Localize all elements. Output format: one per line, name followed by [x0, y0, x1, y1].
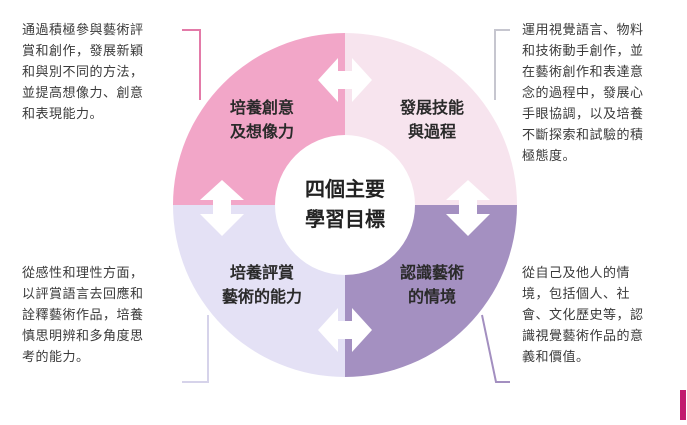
skills-label-line2: 與過程	[408, 122, 456, 141]
creativity-label-line2: 及想像力	[230, 122, 294, 141]
appreciation-label-line1: 培養評賞	[230, 263, 294, 282]
skills-label-line1: 發展技能	[399, 98, 464, 117]
page-edge-marker	[680, 390, 686, 420]
creativity-label-line1: 培養創意	[230, 98, 294, 117]
center-title-line1: 四個主要	[305, 177, 385, 201]
bracket-bottom-right	[481, 314, 510, 383]
double-arrow-top-icon	[318, 58, 372, 102]
description-creativity: 通過積極參與藝術評 賞和創作，發展新穎 和與別不同的方法， 並提高想像力、創意 …	[22, 23, 144, 122]
double-arrow-bottom-icon	[318, 308, 372, 352]
description-context: 從自己及他人的情 境，包括個人、社 會、文化歷史等，認 識視覺藝術作品的意 義和…	[522, 266, 644, 365]
bracket-top-left	[182, 29, 201, 100]
description-appreciation: 從感性和理性方面， 以評賞語言去回應和 詮釋藝術作品，培養 慎思明辨和多角度思 …	[22, 266, 144, 365]
center-circle	[275, 135, 415, 275]
context-label-line2: 的情境	[408, 287, 456, 306]
description-skills: 運用視覺語言、物料 和技術動手創作，並 在藝術創作和表達意 念的過程中，發展心 …	[522, 23, 644, 164]
center-title-line2: 學習目標	[305, 207, 385, 231]
double-arrow-left-icon	[200, 180, 244, 236]
appreciation-label-line2: 藝術的能力	[222, 287, 302, 306]
bracket-bottom-left	[182, 315, 209, 383]
double-arrow-right-icon	[446, 180, 490, 236]
bracket-top-right	[494, 29, 510, 100]
context-label-line1: 認識藝術	[400, 263, 464, 282]
